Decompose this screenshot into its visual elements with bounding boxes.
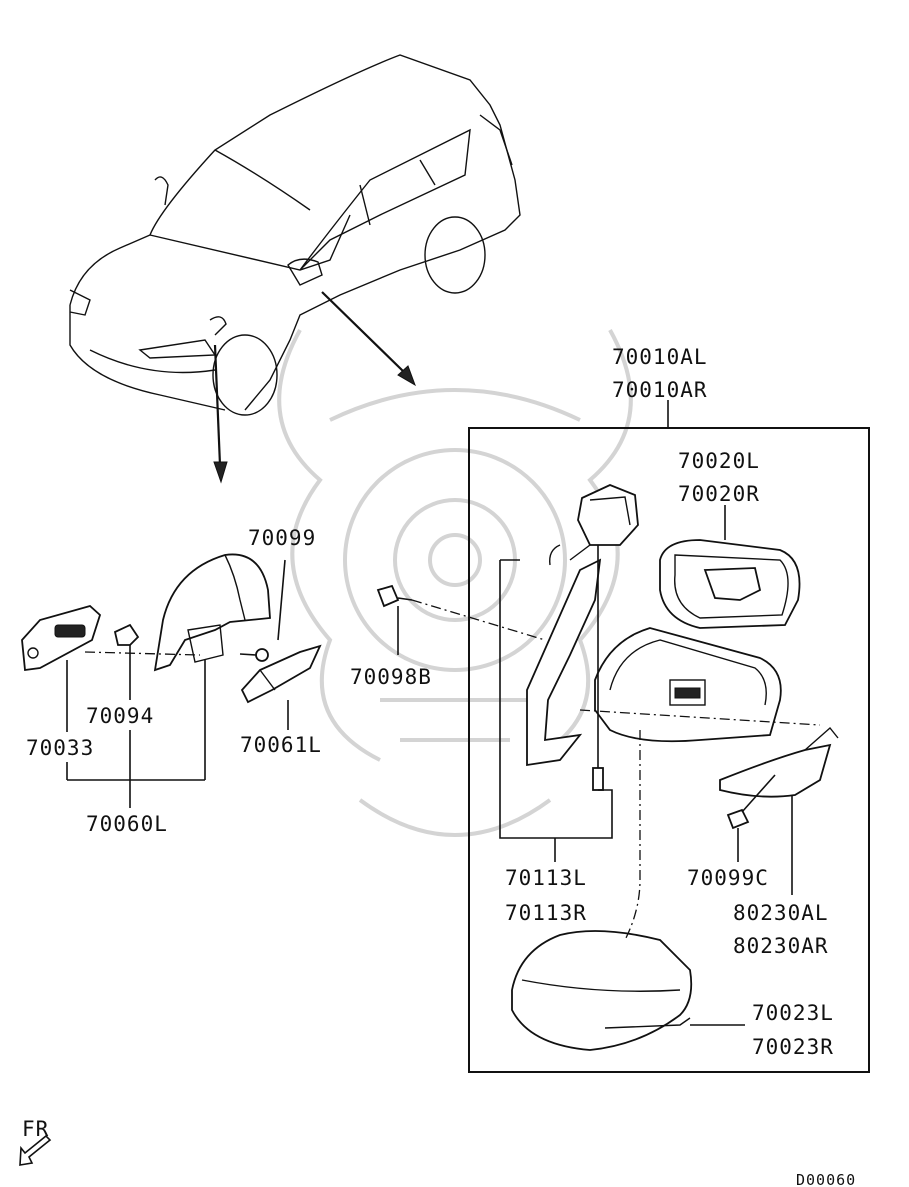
label-70020r: 70020R xyxy=(678,482,760,506)
label-70061l: 70061L xyxy=(240,733,322,757)
label-70033: 70033 xyxy=(26,736,94,760)
part-labels: 70010AL 70010AR 70020L 70020R 70099 7009… xyxy=(26,345,834,1059)
screw-70099c xyxy=(726,774,776,830)
mirror-base-plate xyxy=(21,604,102,672)
vehicle-illustration xyxy=(69,54,521,416)
left-leader-lines xyxy=(66,559,289,808)
mirror-housing-left xyxy=(153,553,271,672)
label-70113l: 70113L xyxy=(505,866,587,890)
right-leader-lines xyxy=(499,505,793,1026)
label-70020l: 70020L xyxy=(678,449,760,473)
mirror-garnish-cover xyxy=(240,644,322,704)
screw-70099 xyxy=(239,648,269,662)
label-70010al: 70010AL xyxy=(612,345,708,369)
left-parts-group xyxy=(21,553,322,704)
assembly-parts xyxy=(511,484,839,1051)
label-80230ar: 80230AR xyxy=(733,934,829,958)
side-turn-lamp xyxy=(719,743,832,798)
watermark-logo xyxy=(277,329,633,837)
label-70113r: 70113R xyxy=(505,901,587,925)
label-70099c: 70099C xyxy=(687,866,769,890)
label-70023l: 70023L xyxy=(752,1001,834,1025)
label-70023r: 70023R xyxy=(752,1035,834,1059)
label-70060l: 70060L xyxy=(86,812,168,836)
label-80230al: 80230AL xyxy=(733,901,829,925)
label-70099: 70099 xyxy=(248,526,316,550)
mirror-base xyxy=(526,558,602,767)
front-direction-arrow-icon xyxy=(19,1134,52,1166)
label-70098b: 70098B xyxy=(350,665,432,689)
mirror-housing-right xyxy=(594,627,782,743)
assembly-box xyxy=(468,427,870,1073)
label-70010ar: 70010AR xyxy=(612,378,708,402)
retainer-clip xyxy=(113,623,140,646)
mirror-actuator xyxy=(577,484,639,546)
front-direction-indicator: FR xyxy=(19,1117,52,1166)
diagram-code: D00060 xyxy=(796,1171,856,1187)
label-70094: 70094 xyxy=(86,704,154,728)
bolt-70098b xyxy=(376,584,546,655)
callout-arrows xyxy=(213,291,416,484)
